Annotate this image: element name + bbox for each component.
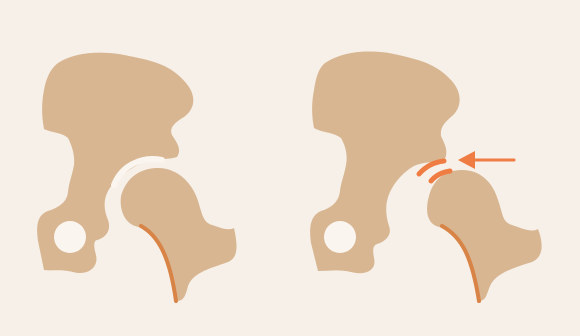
left-obturator-hole: [54, 221, 86, 253]
right-obturator-hole: [324, 221, 356, 253]
